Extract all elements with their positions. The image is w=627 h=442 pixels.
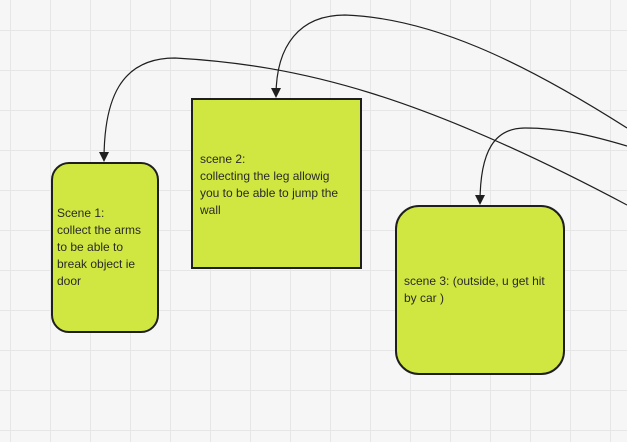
scene-1-node[interactable]: Scene 1: collect the arms to be able to … (51, 162, 159, 333)
connector-to-scene3[interactable] (475, 127, 627, 205)
scene-3-label: scene 3: (outside, u get hit by car ) (404, 274, 545, 305)
connector-to-scene2[interactable] (271, 14, 627, 129)
scene-2-node[interactable]: scene 2: collecting the leg allowig you … (191, 98, 362, 269)
scene-2-label: scene 2: collecting the leg allowig you … (200, 152, 339, 217)
connector-to-scene1[interactable] (99, 57, 627, 206)
scene-1-label: Scene 1: collect the arms to be able to … (57, 206, 142, 288)
scene-3-node[interactable]: scene 3: (outside, u get hit by car ) (395, 205, 565, 375)
